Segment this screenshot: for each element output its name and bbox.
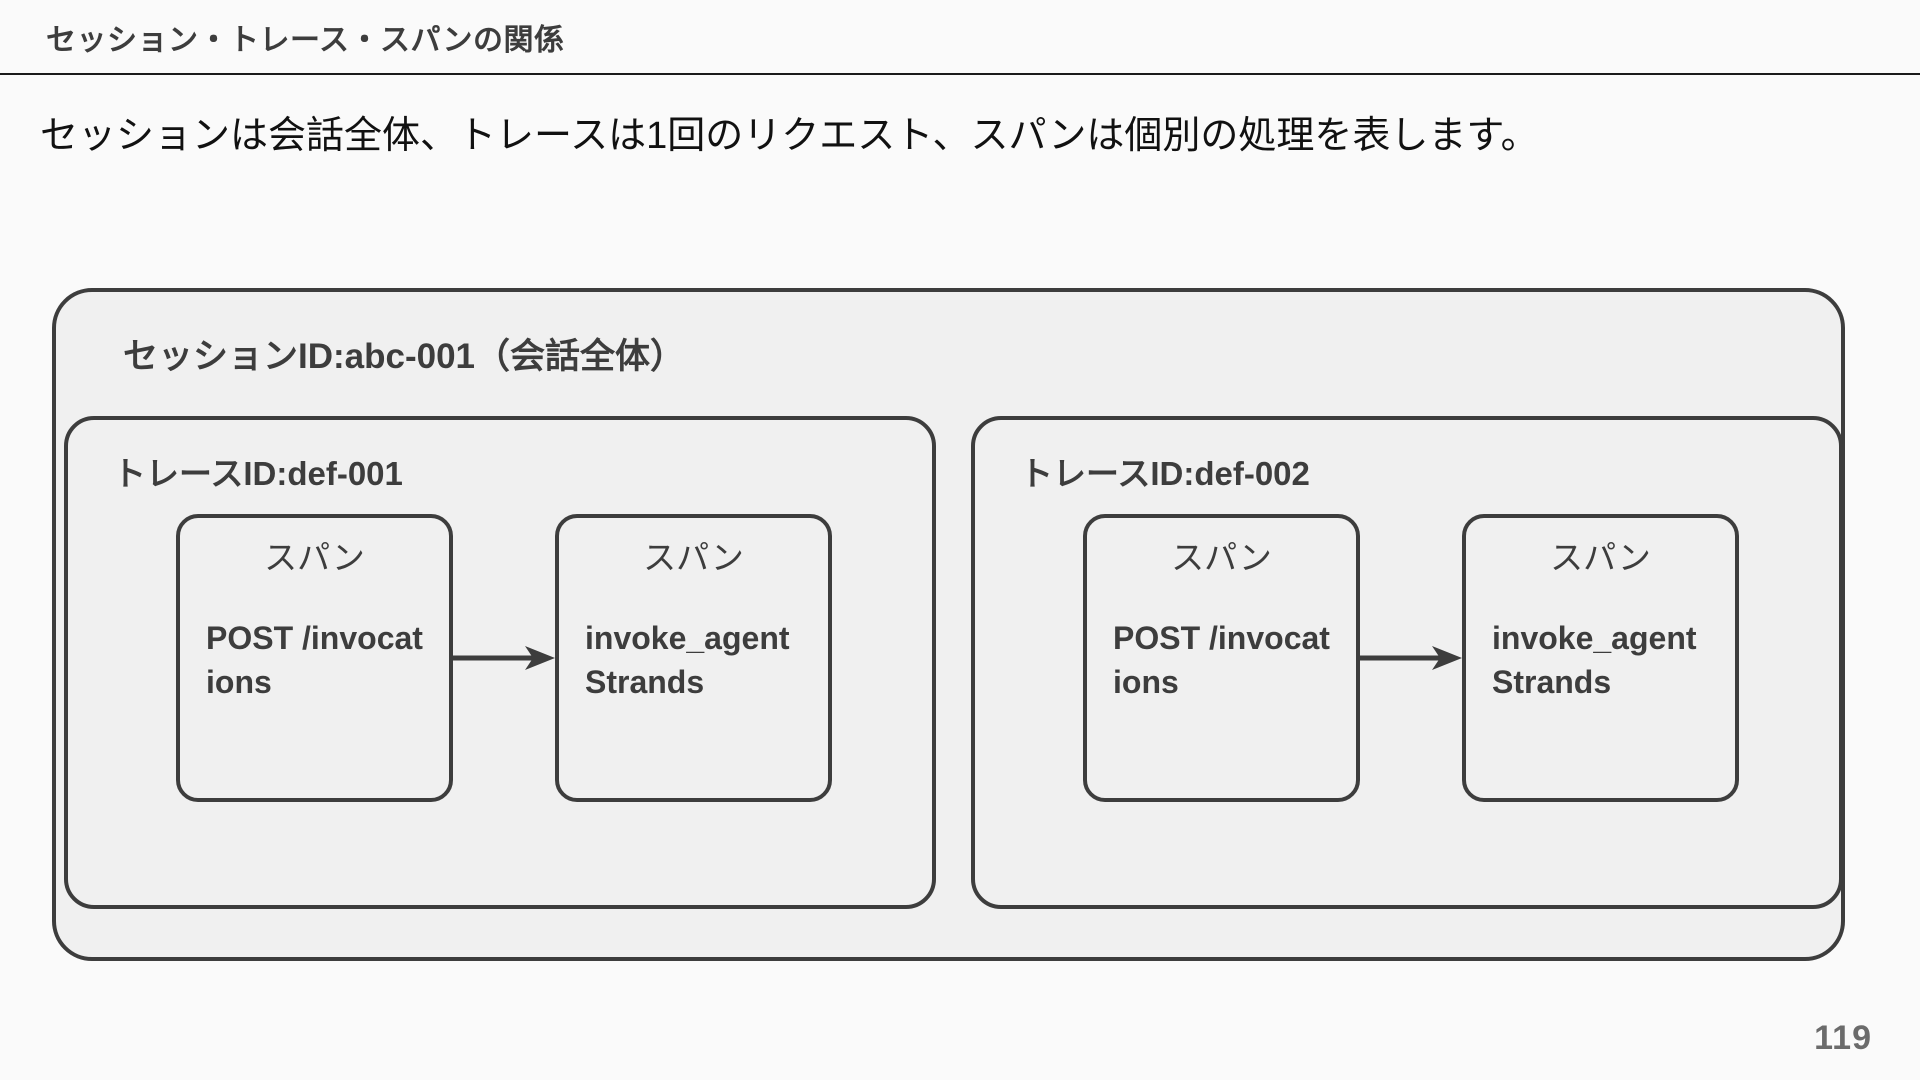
session-box: セッションID:abc-001（会話全体） トレースID:def-001 スパン…	[52, 288, 1845, 961]
slide-subtitle: セッションは会話全体、トレースは1回のリクエスト、スパンは個別の処理を表します。	[40, 115, 1539, 157]
span-name-label: invoke_agent Strands	[585, 620, 790, 701]
span-row-1: スパン POST /invocations スパン invoke_agent S…	[68, 514, 940, 894]
span-kind-label: スパン	[1171, 539, 1272, 576]
slide-header: セッション・トレース・スパンの関係	[0, 0, 1920, 74]
span-kind-label: スパン	[1550, 539, 1651, 576]
span-box-2-1: スパン POST /invocations	[1083, 514, 1360, 802]
span-box-1-2: スパン invoke_agent Strands	[555, 514, 832, 802]
trace-label-1: トレースID:def-001	[113, 455, 403, 492]
span-kind-label: スパン	[643, 539, 744, 576]
trace-box-2: トレースID:def-002 スパン POST /invocations スパン…	[971, 416, 1843, 909]
span-row-2: スパン POST /invocations スパン invoke_agent S…	[975, 514, 1847, 894]
arrow-right-icon	[453, 514, 555, 802]
span-name-label: invoke_agent Strands	[1492, 620, 1697, 701]
page-title: セッション・トレース・スパンの関係	[46, 24, 565, 57]
header-divider	[0, 73, 1920, 75]
session-label: セッションID:abc-001（会話全体）	[123, 337, 686, 376]
arrow-right-icon	[1360, 514, 1462, 802]
span-kind-label: スパン	[264, 539, 365, 576]
trace-label-2: トレースID:def-002	[1020, 455, 1310, 492]
span-name-label: POST /invocations	[206, 620, 423, 701]
trace-box-1: トレースID:def-001 スパン POST /invocations スパン…	[64, 416, 936, 909]
span-box-1-1: スパン POST /invocations	[176, 514, 453, 802]
span-name-label: POST /invocations	[1113, 620, 1330, 701]
span-box-2-2: スパン invoke_agent Strands	[1462, 514, 1739, 802]
page-number: 119	[1814, 1019, 1872, 1057]
